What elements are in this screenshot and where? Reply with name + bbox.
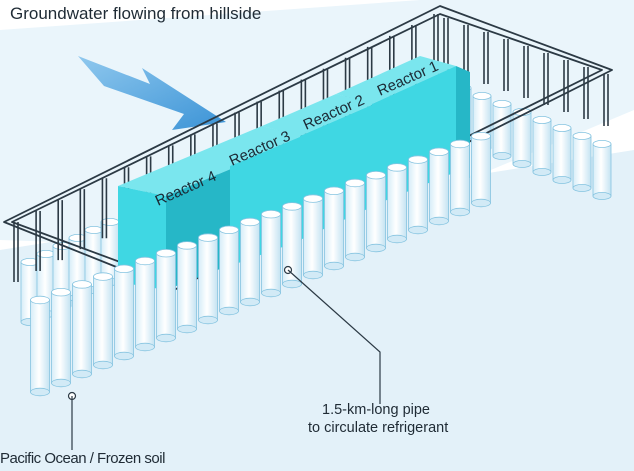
frozen-soil-column	[156, 248, 176, 343]
frozen-soil-column	[198, 233, 218, 325]
frozen-soil-column	[471, 131, 491, 208]
pipe-riser	[57, 200, 64, 261]
frozen-soil-column	[492, 100, 512, 160]
frozen-soil-column	[93, 272, 113, 370]
frozen-soil-column	[366, 170, 386, 253]
frozen-soil-column	[429, 147, 449, 226]
frozen-soil-column	[303, 194, 323, 280]
frozen-soil-column	[450, 139, 470, 217]
groundwater-arrow	[78, 56, 226, 130]
frozen-soil-column	[345, 178, 365, 262]
frozen-soil-column	[51, 288, 71, 388]
pipe-riser	[583, 67, 589, 119]
frozen-soil-column	[114, 264, 134, 361]
frozen-soil-column	[572, 131, 592, 192]
frozen-soil-column	[219, 225, 239, 316]
frozen-soil-column	[408, 155, 428, 235]
front-cylinder-row	[30, 131, 491, 397]
leader-lines	[67, 265, 381, 450]
pipe-riser	[35, 211, 41, 272]
pipe-riser	[101, 178, 108, 239]
frozen-soil-column	[72, 280, 92, 379]
frozen-soil-column	[592, 139, 612, 200]
pipe-riser	[443, 18, 449, 70]
frozen-soil-column	[261, 209, 281, 298]
pipe-riser	[79, 189, 86, 250]
frozen-soil-column	[177, 241, 197, 334]
pipe-riser	[13, 222, 19, 282]
pipe-riser	[503, 39, 509, 91]
pipe-riser	[603, 74, 609, 126]
frozen-soil-column	[512, 108, 532, 168]
pipe-label-line-1: 1.5-km-long pipe	[322, 402, 430, 418]
pipe-label-line-2: to circulate refrigerant	[308, 420, 449, 436]
frozen-soil-column	[135, 256, 155, 352]
pipe-riser	[523, 46, 529, 98]
frozen-soil-column	[324, 186, 344, 271]
bottom-label: Pacific Ocean / Frozen soil	[0, 450, 165, 467]
frozen-soil-column	[532, 116, 552, 176]
frozen-soil-column	[552, 124, 572, 184]
pipe-riser	[483, 32, 489, 84]
frozen-soil-column	[387, 163, 407, 244]
pipe-riser	[463, 25, 469, 77]
frozen-soil-column	[240, 217, 260, 307]
frozen-soil-column	[282, 202, 302, 289]
diagram-title: Groundwater flowing from hillside	[10, 4, 262, 23]
frozen-soil-column	[30, 295, 50, 397]
